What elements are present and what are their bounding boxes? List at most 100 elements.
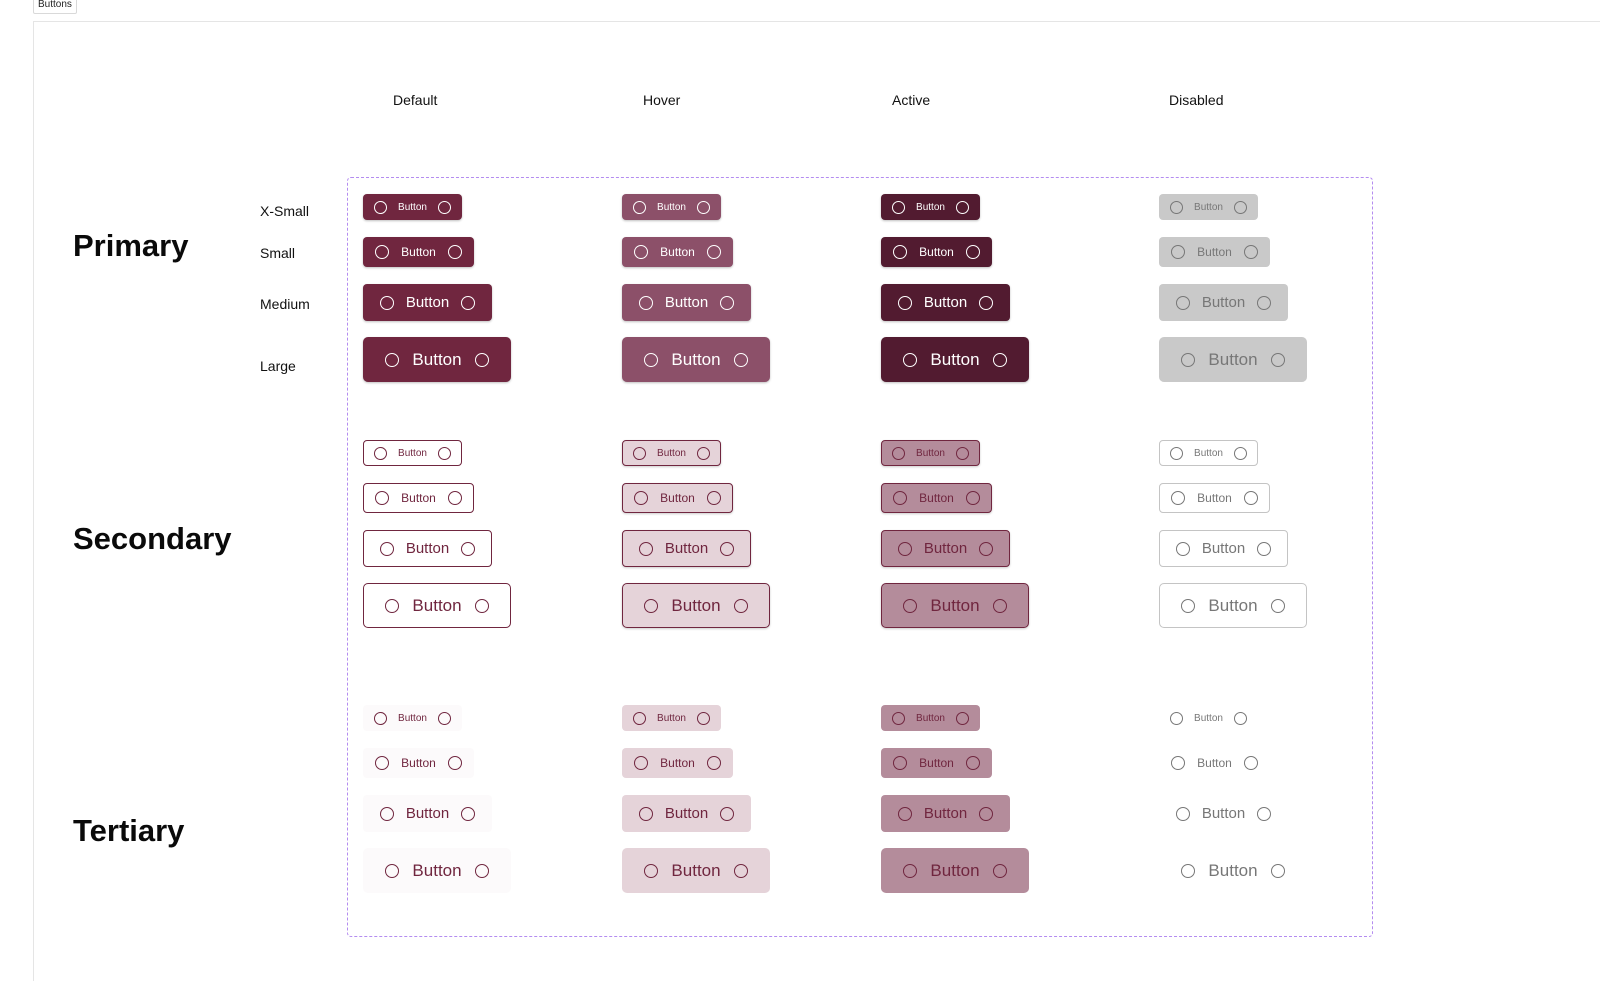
secondary-button-large-active[interactable]: Button: [881, 583, 1029, 628]
primary-button-medium-default[interactable]: Button: [363, 284, 492, 321]
button-label: Button: [1194, 712, 1223, 724]
circle-outline-icon: [437, 711, 451, 725]
circle-outline-icon: [1175, 541, 1190, 556]
secondary-button-large-hover[interactable]: Button: [622, 583, 770, 628]
button-label: Button: [1208, 595, 1258, 615]
circle-outline-icon: [638, 541, 653, 556]
tertiary-button-small-hover[interactable]: Button: [622, 748, 733, 778]
circle-outline-icon: [474, 352, 489, 367]
secondary-button-small-disabled[interactable]: Button: [1159, 483, 1270, 513]
circle-outline-icon: [1175, 806, 1190, 821]
circle-outline-icon: [706, 491, 721, 505]
tertiary-button-small-default[interactable]: Button: [363, 748, 474, 778]
circle-outline-icon: [1257, 806, 1272, 821]
button-label: Button: [401, 756, 436, 770]
tertiary-button-x-small-default[interactable]: Button: [363, 705, 462, 731]
primary-button-large-active[interactable]: Button: [881, 337, 1029, 382]
tertiary-button-medium-hover[interactable]: Button: [622, 795, 751, 832]
circle-outline-icon: [992, 598, 1007, 613]
circle-outline-icon: [644, 352, 659, 367]
secondary-button-x-small-default[interactable]: Button: [363, 440, 462, 466]
secondary-button-medium-active[interactable]: Button: [881, 530, 1010, 567]
circle-outline-icon: [1181, 352, 1196, 367]
circle-outline-icon: [644, 598, 659, 613]
circle-outline-icon: [633, 446, 647, 460]
secondary-button-small-active[interactable]: Button: [881, 483, 992, 513]
secondary-button-x-small-active[interactable]: Button: [881, 440, 980, 466]
secondary-button-small-hover[interactable]: Button: [622, 483, 733, 513]
primary-button-small-disabled[interactable]: Button: [1159, 237, 1270, 267]
tertiary-button-x-small-active[interactable]: Button: [881, 705, 980, 731]
circle-outline-icon: [965, 245, 980, 259]
circle-outline-icon: [955, 711, 969, 725]
circle-outline-icon: [696, 200, 710, 214]
tertiary-button-x-small-disabled[interactable]: Button: [1159, 705, 1258, 731]
button-label: Button: [1201, 540, 1246, 557]
primary-button-small-active[interactable]: Button: [881, 237, 992, 267]
button-label: Button: [1197, 245, 1232, 259]
primary-button-large-hover[interactable]: Button: [622, 337, 770, 382]
circle-outline-icon: [965, 491, 980, 505]
button-label: Button: [398, 447, 427, 459]
button-label: Button: [664, 805, 709, 822]
circle-outline-icon: [892, 200, 906, 214]
circle-outline-icon: [992, 863, 1007, 878]
primary-button-medium-hover[interactable]: Button: [622, 284, 751, 321]
button-label: Button: [671, 860, 721, 880]
tertiary-button-medium-disabled[interactable]: Button: [1159, 795, 1288, 832]
circle-outline-icon: [374, 446, 388, 460]
circle-outline-icon: [634, 245, 649, 259]
primary-button-large-default[interactable]: Button: [363, 337, 511, 382]
secondary-button-medium-disabled[interactable]: Button: [1159, 530, 1288, 567]
button-label: Button: [412, 860, 462, 880]
tertiary-button-medium-active[interactable]: Button: [881, 795, 1010, 832]
primary-button-small-default[interactable]: Button: [363, 237, 474, 267]
button-label: Button: [919, 756, 954, 770]
primary-button-x-small-disabled[interactable]: Button: [1159, 194, 1258, 220]
secondary-button-medium-hover[interactable]: Button: [622, 530, 751, 567]
secondary-button-small-default[interactable]: Button: [363, 483, 474, 513]
secondary-button-large-default[interactable]: Button: [363, 583, 511, 628]
circle-outline-icon: [706, 245, 721, 259]
primary-button-x-small-default[interactable]: Button: [363, 194, 462, 220]
tertiary-button-small-active[interactable]: Button: [881, 748, 992, 778]
primary-button-large-disabled[interactable]: Button: [1159, 337, 1307, 382]
tertiary-button-medium-default[interactable]: Button: [363, 795, 492, 832]
primary-button-x-small-hover[interactable]: Button: [622, 194, 721, 220]
tab-buttons[interactable]: Buttons: [33, 0, 77, 14]
circle-outline-icon: [447, 245, 462, 259]
button-label: Button: [412, 595, 462, 615]
circle-outline-icon: [720, 806, 735, 821]
primary-button-small-hover[interactable]: Button: [622, 237, 733, 267]
secondary-button-medium-default[interactable]: Button: [363, 530, 492, 567]
tertiary-button-large-disabled[interactable]: Button: [1159, 848, 1307, 893]
tertiary-button-large-default[interactable]: Button: [363, 848, 511, 893]
circle-outline-icon: [893, 756, 908, 770]
tertiary-button-small-disabled[interactable]: Button: [1159, 748, 1270, 778]
secondary-button-x-small-hover[interactable]: Button: [622, 440, 721, 466]
button-label: Button: [657, 447, 686, 459]
secondary-button-large-disabled[interactable]: Button: [1159, 583, 1307, 628]
canvas-frame: [33, 21, 1600, 981]
primary-button-x-small-active[interactable]: Button: [881, 194, 980, 220]
primary-button-medium-active[interactable]: Button: [881, 284, 1010, 321]
primary-button-medium-disabled[interactable]: Button: [1159, 284, 1288, 321]
column-header-active: Active: [892, 92, 931, 108]
button-label: Button: [664, 540, 709, 557]
button-label: Button: [405, 805, 450, 822]
button-label: Button: [405, 540, 450, 557]
tertiary-button-large-active[interactable]: Button: [881, 848, 1029, 893]
circle-outline-icon: [461, 541, 476, 556]
circle-outline-icon: [1171, 491, 1186, 505]
button-label: Button: [1194, 201, 1223, 213]
circle-outline-icon: [1243, 756, 1258, 770]
circle-outline-icon: [385, 598, 400, 613]
circle-outline-icon: [955, 200, 969, 214]
tertiary-button-x-small-hover[interactable]: Button: [622, 705, 721, 731]
button-label: Button: [916, 201, 945, 213]
variants-frame: [347, 177, 1373, 937]
tertiary-button-large-hover[interactable]: Button: [622, 848, 770, 893]
circle-outline-icon: [461, 295, 476, 310]
secondary-button-x-small-disabled[interactable]: Button: [1159, 440, 1258, 466]
button-label: Button: [916, 712, 945, 724]
